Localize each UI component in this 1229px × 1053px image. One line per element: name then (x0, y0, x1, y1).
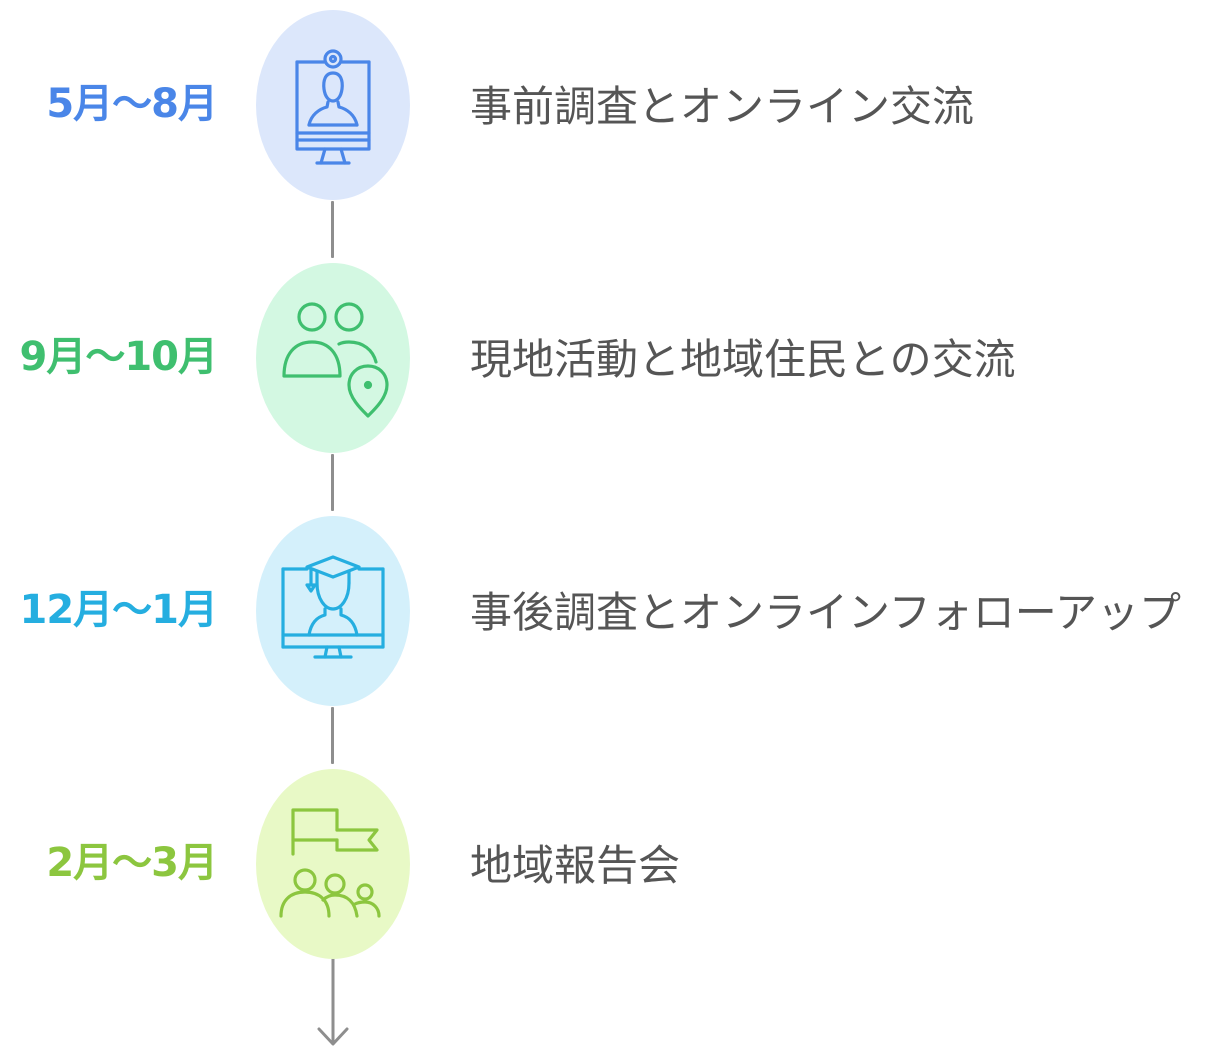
step-icon-circle (256, 516, 410, 706)
step-period: 12月～1月 (19, 587, 218, 633)
step-icon-circle (256, 263, 410, 453)
online-graduate-icon (281, 555, 385, 659)
timeline-step: 9月～10月 現地活動と地域住民との交流 (0, 263, 1229, 453)
step-description: 地域報告会 (470, 841, 681, 890)
connector-line (331, 707, 334, 764)
step-icon-circle (256, 10, 410, 200)
step-period: 9月～10月 (19, 334, 218, 380)
timeline-end-arrow-icon (317, 957, 349, 1046)
timeline-step: 12月～1月 (0, 516, 1229, 706)
timeline-step: 5月～8月 事前調査 (0, 10, 1229, 200)
connector-line (331, 454, 334, 511)
step-description: 事後調査とオンラインフォローアップ (470, 588, 1182, 637)
step-description: 事前調査とオンライン交流 (470, 82, 975, 131)
step-description: 現地活動と地域住民との交流 (470, 335, 1016, 384)
step-period: 5月～8月 (46, 81, 218, 127)
step-icon-circle (256, 769, 410, 959)
people-location-icon (282, 302, 389, 418)
connector-line (331, 201, 334, 258)
timeline-step: 2月～3月 地域報告会 (0, 769, 1229, 959)
flag-community-icon (279, 808, 381, 918)
online-video-call-icon (295, 49, 371, 165)
step-period: 2月～3月 (46, 840, 218, 886)
